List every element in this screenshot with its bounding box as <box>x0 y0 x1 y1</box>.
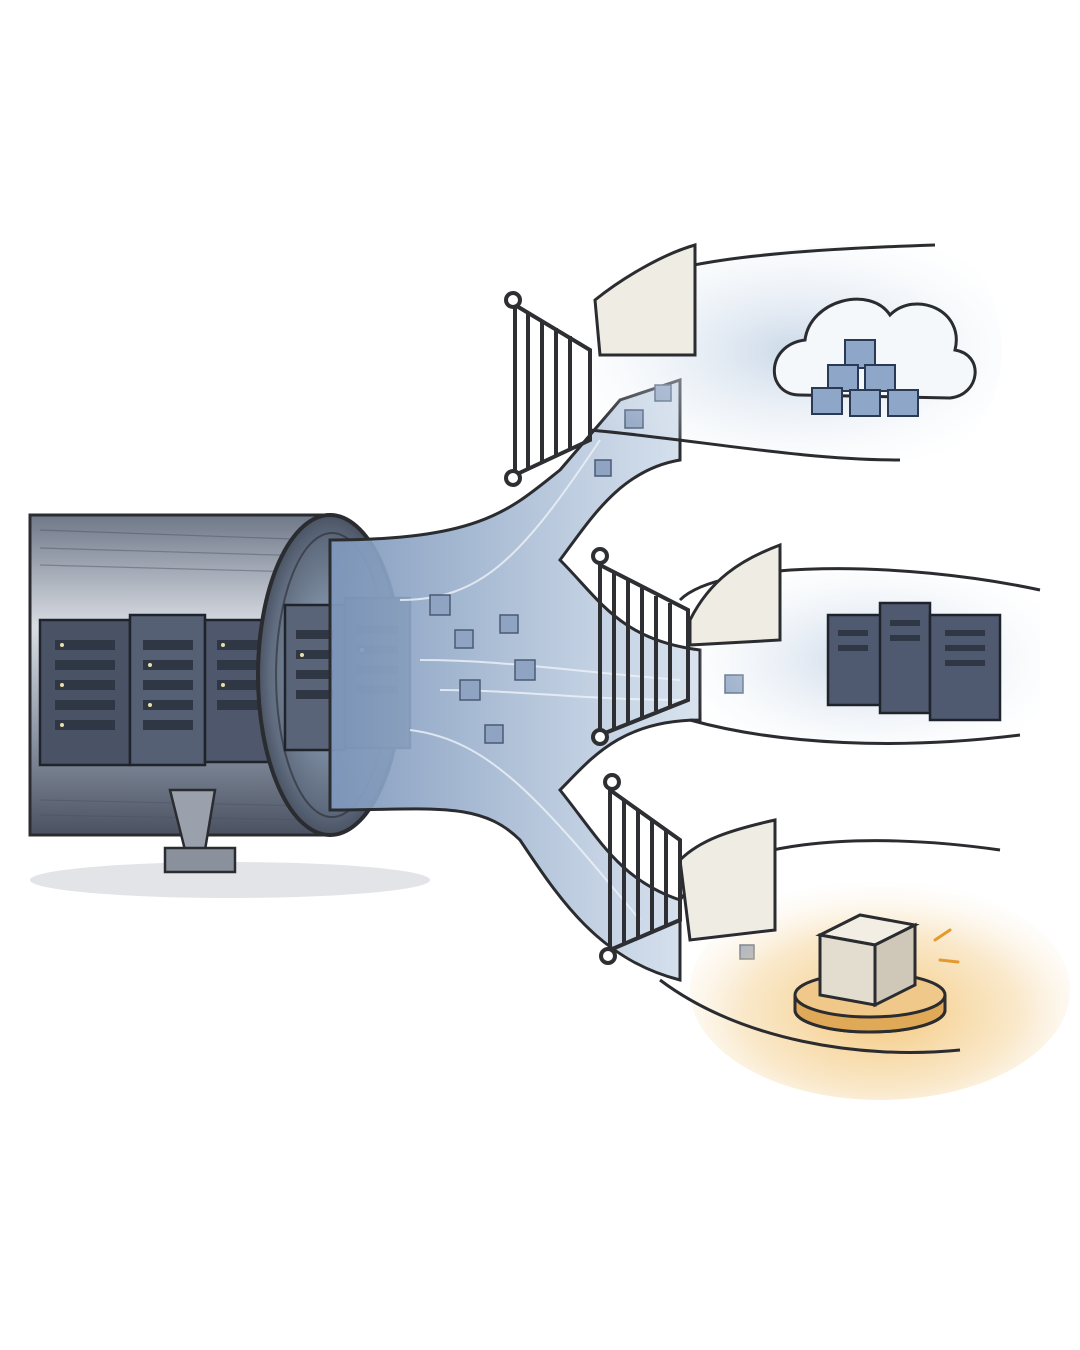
data-block-icon <box>499 614 519 634</box>
branch-cube <box>599 773 1070 1100</box>
ground-shadow <box>30 862 430 898</box>
data-block-icon <box>454 629 474 649</box>
data-block-icon <box>594 459 612 477</box>
gate-icon <box>591 547 690 746</box>
server-rack-icon <box>128 613 207 767</box>
cube-stack-icon <box>811 339 919 417</box>
server-rack-icon <box>38 618 132 767</box>
data-block-icon <box>429 594 451 616</box>
branch-cloud <box>504 243 1002 487</box>
single-cube-icon <box>815 913 920 1008</box>
gate-icon <box>599 773 682 965</box>
data-block-icon <box>484 724 504 744</box>
data-block-icon <box>459 679 481 701</box>
gate-icon <box>504 291 592 487</box>
data-block-icon <box>514 659 536 681</box>
server-rack-row <box>38 613 277 767</box>
branch-servers <box>591 542 1041 749</box>
